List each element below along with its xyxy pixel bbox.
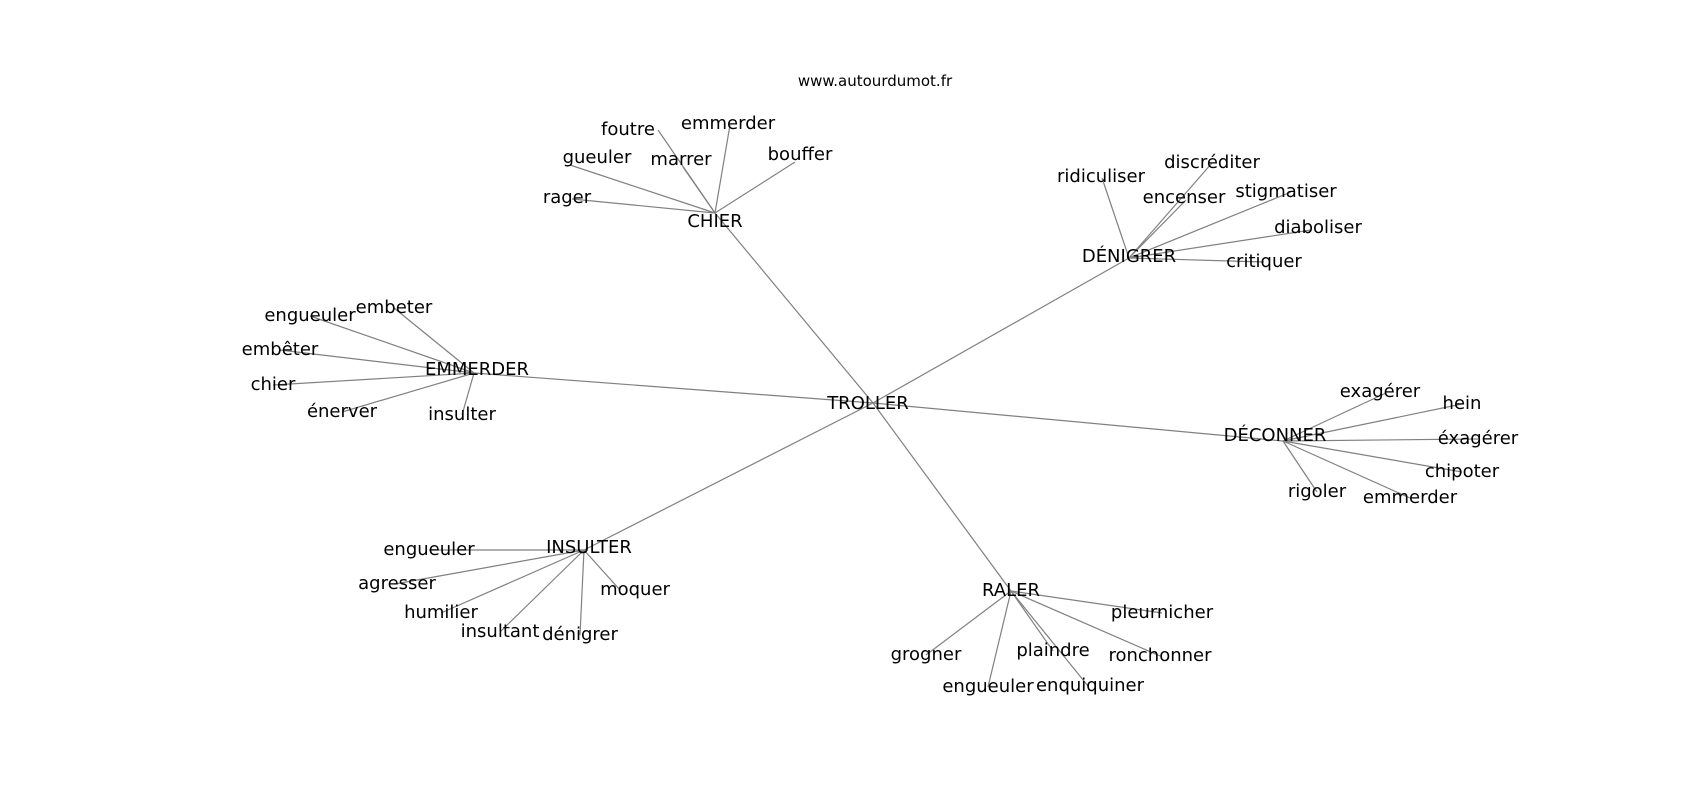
leaf-node-label: encenser (1143, 187, 1226, 208)
edge-3-3 (1282, 440, 1463, 473)
edge-troller-0 (714, 212, 874, 404)
edge-2-0 (393, 307, 475, 374)
leaf-node-label: agresser (358, 573, 436, 594)
edge-1-1 (1128, 162, 1213, 259)
leaf-node-label: gueuler (563, 147, 632, 168)
edge-0-3 (682, 166, 716, 214)
leaf-node-label: stigmatiser (1235, 181, 1337, 202)
hub-node-label: EMMERDER (425, 359, 529, 380)
edge-2-5 (461, 372, 475, 416)
leaf-node-label: grogner (891, 644, 962, 665)
leaf-node-label: rigoler (1288, 481, 1347, 502)
edge-troller-1 (872, 257, 1130, 404)
edge-0-1 (714, 124, 731, 214)
leaf-node-label: ronchonner (1108, 645, 1212, 666)
edge-troller-4 (583, 402, 874, 551)
leaf-node-label: discréditer (1164, 152, 1260, 173)
edge-5-2 (1010, 590, 1161, 657)
edge-3-1 (1282, 403, 1463, 442)
edge-troller-5 (872, 402, 1012, 592)
leaf-node-label: emmerder (1363, 487, 1458, 508)
leaf-node-label: diaboliser (1274, 217, 1362, 238)
edge-0-5 (571, 198, 716, 214)
edge-5-1 (1010, 590, 1054, 652)
leaf-node-label: rager (543, 187, 592, 208)
edge-2-4 (341, 372, 475, 413)
edge-troller-2 (473, 372, 874, 404)
hub-node-label: DÉCONNER (1224, 424, 1327, 446)
edge-4-5 (579, 549, 585, 636)
leaf-node-label: humilier (404, 602, 478, 623)
leaf-node-label: moquer (600, 579, 670, 600)
leaf-node-label: bouffer (768, 144, 833, 165)
edge-troller-3 (872, 402, 1284, 442)
leaf-node-label: éxagérer (1438, 428, 1519, 449)
edge-3-5 (1282, 440, 1411, 499)
edge-0-4 (714, 161, 796, 214)
leaf-node-label: chipoter (1425, 461, 1500, 482)
edge-5-5 (1010, 590, 1089, 687)
leaf-node-label: pleurnicher (1111, 602, 1214, 623)
edge-1-0 (1101, 177, 1130, 259)
hub-node-label: RALER (982, 580, 1040, 601)
leaf-node-label: engueuler (383, 539, 475, 560)
hub-node-label: INSULTER (546, 537, 632, 558)
leaf-node-label: hein (1443, 393, 1482, 414)
leaf-node-label: dénigrer (542, 624, 618, 645)
edge-3-2 (1282, 438, 1479, 442)
graph-labels: TROLLER CHIER foutre emmerder gueuler marrer b… (242, 113, 1519, 697)
edge-2-1 (309, 315, 475, 374)
leaf-node-label: emmerder (681, 113, 776, 134)
edge-4-4 (499, 549, 585, 633)
leaf-node-label: foutre (601, 119, 655, 140)
center-node-label: TROLLER (826, 393, 909, 414)
edge-1-2 (1128, 199, 1187, 259)
leaf-node-label: ridiculiser (1057, 166, 1146, 187)
edge-4-1 (394, 549, 585, 585)
edge-1-5 (1128, 257, 1265, 263)
leaf-node-label: engueuler (942, 676, 1034, 697)
leaf-node-label: embeter (356, 297, 433, 318)
hub-node-label: DÉNIGRER (1082, 245, 1176, 267)
edge-1-4 (1128, 229, 1312, 259)
leaf-node-label: énerver (307, 401, 378, 422)
edge-4-2 (583, 549, 621, 591)
edge-3-4 (1282, 440, 1318, 493)
leaf-node-label: enquiquiner (1036, 675, 1145, 696)
edge-2-3 (272, 372, 475, 386)
edge-2-2 (279, 349, 475, 374)
edge-5-4 (987, 590, 1012, 688)
leaf-node-label: exagérer (1340, 381, 1421, 402)
edge-4-3 (440, 549, 585, 614)
leaf-node-label: marrer (650, 149, 712, 170)
edge-3-0 (1282, 392, 1387, 442)
leaf-node-label: insultant (461, 621, 540, 642)
edge-1-3 (1128, 191, 1292, 259)
leaf-node-label: critiquer (1226, 251, 1302, 272)
leaf-node-label: chier (251, 374, 296, 395)
edge-0-2 (569, 164, 716, 214)
edge-5-0 (1010, 590, 1163, 614)
leaf-node-label: embêter (242, 339, 319, 360)
graph-edges (272, 124, 1479, 688)
leaf-node-label: plaindre (1016, 640, 1089, 661)
hub-node-label: CHIER (687, 211, 742, 232)
leaf-node-label: engueuler (264, 305, 356, 326)
source-watermark: www.autourdumot.fr (797, 72, 953, 90)
leaf-node-label: insulter (428, 404, 496, 425)
edge-5-3 (925, 590, 1012, 656)
